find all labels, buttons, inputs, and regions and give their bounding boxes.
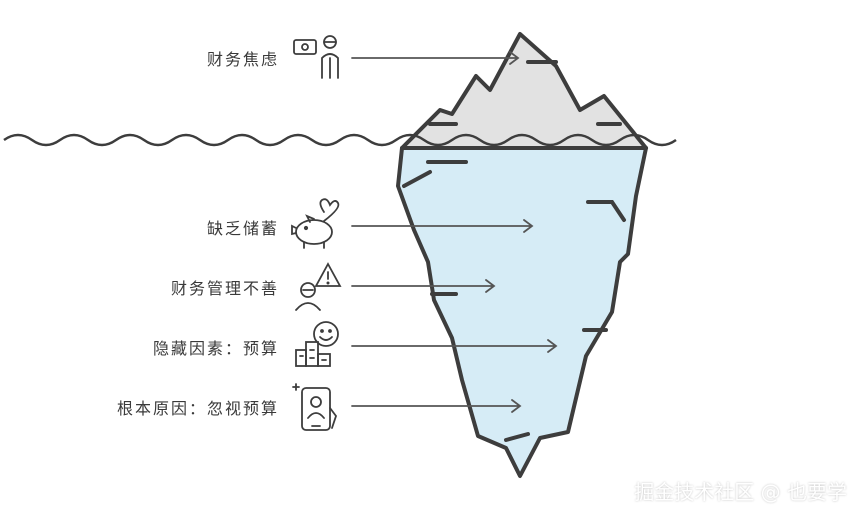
label-poor-management: 财务管理不善 (170, 279, 279, 298)
piggy-bank-icon (291, 198, 340, 249)
label-lack-of-savings: 缺乏储蓄 (206, 219, 279, 238)
arrows (351, 51, 558, 413)
arrow-poor-management (351, 279, 496, 293)
watermark: 掘金技术社区 @ 也要学 (634, 480, 847, 504)
smiley-city-icon (295, 321, 339, 367)
iceberg-tip (400, 32, 648, 150)
phone-user-icon (292, 383, 338, 431)
arrow-hidden-factor (351, 339, 558, 353)
warning-person-icon (295, 262, 342, 311)
arrow-lack-of-savings (351, 219, 534, 233)
label-root-cause: 根本原因：忽视预算 (116, 399, 279, 418)
arrow-root-cause (351, 399, 522, 413)
label-hidden-factor: 隐藏因素：预算 (152, 339, 279, 358)
money-person-icon (293, 35, 339, 79)
iceberg-underwater (396, 146, 648, 478)
iceberg-sketch-lines (402, 60, 626, 442)
arrow-financial-anxiety (351, 51, 520, 65)
water-line (3, 133, 677, 147)
label-financial-anxiety: 财务焦虑 (206, 50, 279, 69)
